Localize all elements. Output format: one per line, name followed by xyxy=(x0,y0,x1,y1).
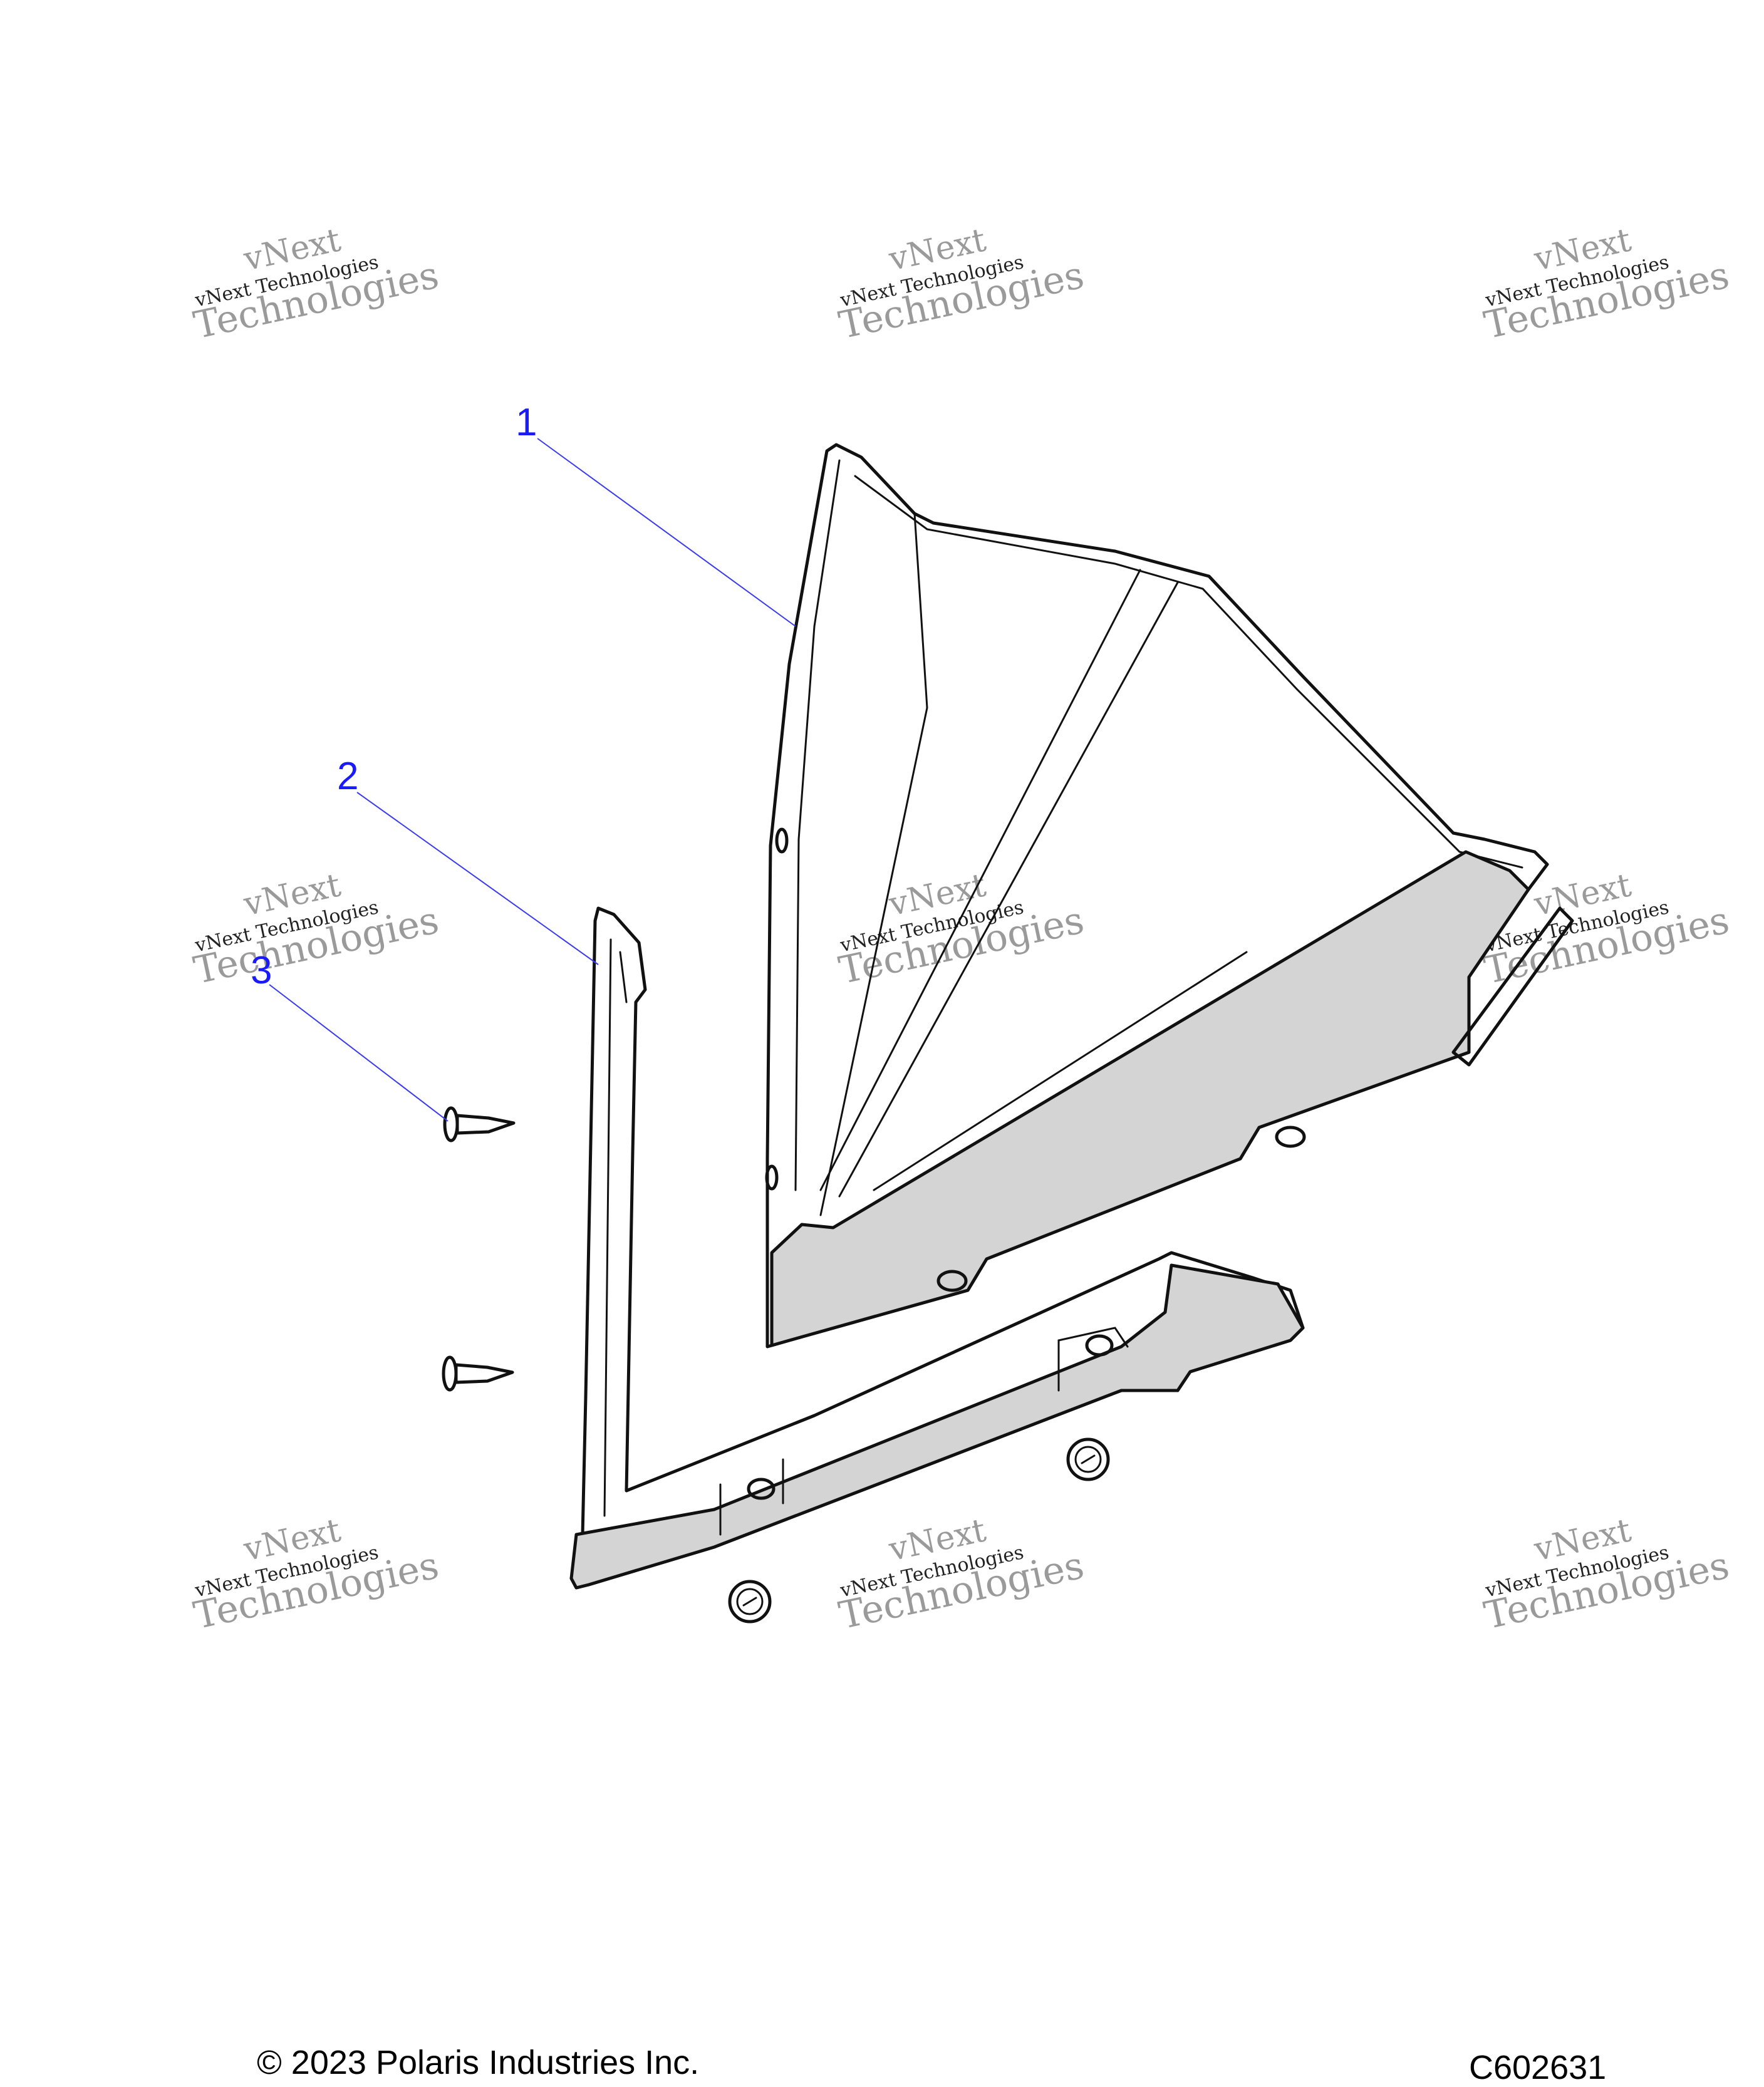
watermark: vNext vNext Technologies Technologies xyxy=(835,866,1087,993)
watermark: vNext vNext Technologies Technologies xyxy=(1480,1511,1733,1638)
watermark: vNext vNext Technologies Technologies xyxy=(190,221,442,348)
callout-2[interactable]: 2 xyxy=(337,755,599,965)
watermark: vNext vNext Technologies Technologies xyxy=(190,866,442,993)
svg-text:3: 3 xyxy=(251,949,272,992)
windshield-panel xyxy=(765,443,1574,1349)
push-rivet xyxy=(443,1106,516,1142)
callout-3[interactable]: 3 xyxy=(251,949,449,1122)
push-rivet xyxy=(728,1580,772,1624)
push-rivet xyxy=(442,1355,514,1392)
callout-1[interactable]: 1 xyxy=(516,401,796,627)
watermark: vNext vNext Technologies Technologies xyxy=(835,221,1087,348)
side-trim-panel xyxy=(569,906,1305,1590)
watermark: vNext vNext Technologies Technologies xyxy=(835,1511,1087,1638)
svg-text:2: 2 xyxy=(337,755,358,798)
figure-id: C602631 xyxy=(1469,2049,1607,2086)
svg-text:1: 1 xyxy=(516,401,537,444)
copyright-notice: © 2023 Polaris Industries Inc. xyxy=(257,2044,700,2081)
push-rivet xyxy=(1066,1437,1110,1481)
watermark: vNext vNext Technologies Technologies xyxy=(190,1511,442,1638)
watermark: vNext vNext Technologies Technologies xyxy=(1480,221,1733,348)
